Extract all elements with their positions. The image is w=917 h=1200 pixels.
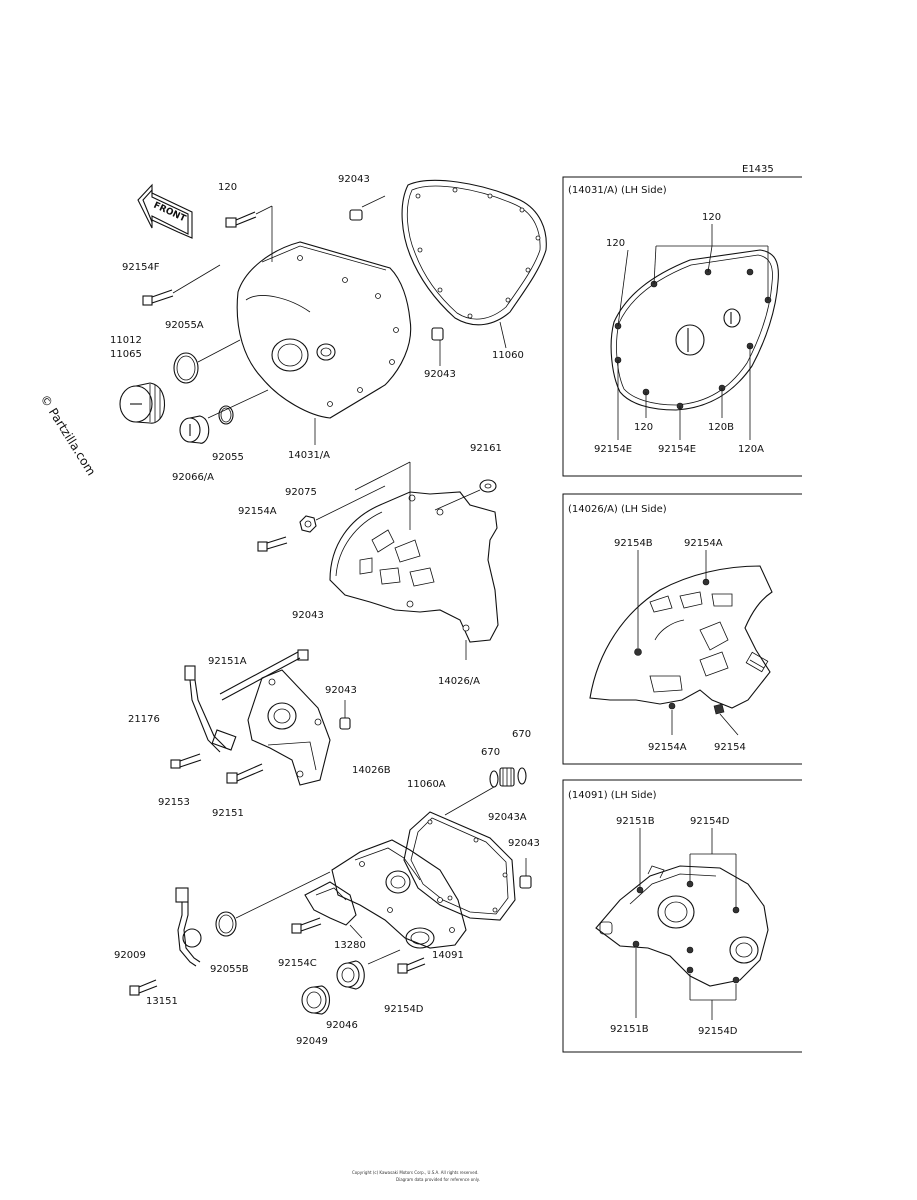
label-92066a: 92066/A (172, 472, 214, 483)
inset-14031a-title: (14031/A) (LH Side) (568, 185, 667, 196)
inset1-label-92154e-a: 92154E (594, 444, 632, 455)
footer-line2: Diagram data provided for reference only… (396, 1177, 480, 1182)
sprocket-cover-14026a (329, 491, 499, 660)
bracket-14026b (247, 669, 331, 786)
bolt-92154d (397, 957, 426, 974)
dowel-92043-e (519, 858, 532, 889)
bolt-92154a (257, 536, 288, 552)
label-92154a: 92154A (238, 506, 277, 517)
label-92009: 92009 (114, 950, 146, 961)
oring-92055a (173, 339, 241, 384)
inset2-label-92154a-b: 92154A (648, 742, 687, 753)
label-13280: 13280 (334, 940, 366, 951)
label-92043-mid: 92043 (424, 369, 456, 380)
label-92055a: 92055A (165, 320, 204, 331)
dowel-92043-d (339, 700, 351, 730)
bolt-92154f (142, 264, 221, 306)
label-670a: 670 (481, 747, 500, 758)
inset1-label-120-a: 120 (606, 238, 625, 249)
inset-14026a-title: (14026/A) (LH Side) (568, 504, 667, 515)
front-arrow: FRONT (137, 183, 193, 239)
label-21176: 21176 (128, 714, 160, 725)
label-92046: 92046 (326, 1020, 358, 1031)
label-11065: 11065 (110, 349, 142, 360)
label-14091: 14091 (432, 950, 464, 961)
dowel-92043a (499, 767, 515, 787)
holder-13280 (304, 881, 363, 939)
label-92055: 92055 (212, 452, 244, 463)
label-13151: 13151 (146, 996, 178, 1007)
label-92043-c: 92043 (292, 610, 324, 621)
bolt-92009 (129, 979, 158, 996)
gasket-11060 (401, 179, 547, 326)
label-92043-e: 92043 (508, 838, 540, 849)
inset2-label-92154a-a: 92154A (684, 538, 723, 549)
bolt-120 (225, 205, 273, 262)
label-11060: 11060 (492, 350, 524, 361)
inset-14026a: (14026/A) (LH Side) 92154B 92154A 92154A… (562, 493, 802, 765)
label-14026a: 14026/A (438, 676, 480, 687)
bolt-92151a (219, 649, 309, 701)
bolt-92154c (291, 917, 322, 934)
inset-14031a: (14031/A) (LH Side) 120 120 120 120B 921… (562, 176, 802, 477)
inset2-label-92154b: 92154B (614, 538, 653, 549)
diagram-code: E1435 (742, 164, 774, 175)
label-670b: 670 (512, 729, 531, 740)
cap-11012 (119, 382, 166, 424)
oring-670b (517, 767, 527, 785)
dowel-92043-top (349, 195, 386, 221)
label-14031a: 14031/A (288, 450, 330, 461)
bearing-92046 (336, 949, 401, 990)
inset3-label-92154d-a: 92154D (690, 816, 730, 827)
label-92043a: 92043A (488, 812, 527, 823)
label-92151a: 92151A (208, 656, 247, 667)
label-92049: 92049 (296, 1036, 328, 1047)
inset-14091-title: (14091) (LH Side) (568, 790, 657, 801)
inset3-label-92151b-b: 92151B (610, 1024, 649, 1035)
inset1-label-120-b: 120 (702, 212, 721, 223)
nut-92075 (299, 485, 386, 533)
label-92075: 92075 (285, 487, 317, 498)
label-120-top: 120 (218, 182, 237, 193)
label-92151: 92151 (212, 808, 244, 819)
speed-sensor-21176 (184, 665, 237, 753)
oring-92055 (218, 405, 234, 425)
oring-92055b (215, 871, 331, 937)
watermark: © Partzilla.com (37, 392, 98, 478)
label-92043-top: 92043 (338, 174, 370, 185)
inset3-label-92151b-a: 92151B (616, 816, 655, 827)
oring-670a (489, 770, 499, 788)
label-92043-d: 92043 (325, 685, 357, 696)
plug-92066a (179, 389, 269, 444)
label-92161: 92161 (470, 443, 502, 454)
inset1-label-120b: 120B (708, 422, 734, 433)
bolt-92151 (226, 763, 264, 784)
label-92055b: 92055B (210, 964, 249, 975)
inset-14091: (14091) (LH Side) 92151B 92154D 92151B 9… (562, 779, 802, 1053)
label-11012: 11012 (110, 335, 142, 346)
clutch-cover-14031a (236, 241, 412, 419)
inset1-label-120a: 120A (738, 444, 764, 455)
washer-92161 (434, 479, 497, 511)
sprocket-cover-14091 (331, 839, 467, 949)
dowel-92043-mid (431, 327, 444, 341)
front-arrow-label: FRONT (152, 201, 188, 225)
label-11060a: 11060A (407, 779, 446, 790)
seal-92049 (301, 985, 331, 1015)
inset1-label-120-c: 120 (634, 422, 653, 433)
label-92153: 92153 (158, 797, 190, 808)
gasket-11060a (403, 811, 516, 921)
bolt-92153 (170, 753, 202, 769)
inset2-label-92154: 92154 (714, 742, 746, 753)
label-92154d: 92154D (384, 1004, 424, 1015)
label-14026b: 14026B (352, 765, 391, 776)
sensor-13151 (175, 887, 202, 967)
label-92154c: 92154C (278, 958, 317, 969)
footer-line1: Copyright (c) Kawasaki Motors Corp., U.S… (352, 1170, 479, 1175)
inset3-label-92154d-b: 92154D (698, 1026, 738, 1037)
label-92154f: 92154F (122, 262, 160, 273)
inset1-label-92154e-b: 92154E (658, 444, 696, 455)
